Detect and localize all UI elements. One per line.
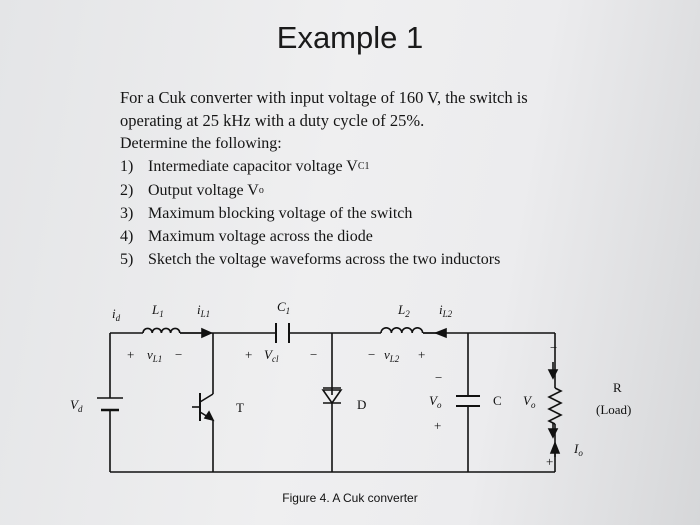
label-c1: C1 xyxy=(277,299,290,316)
item-text: Intermediate capacitor voltage V xyxy=(148,158,358,176)
label-il2: iL2 xyxy=(439,302,453,319)
item-number: 1) xyxy=(120,158,134,176)
label-vc1: Vcl xyxy=(264,347,279,364)
label-l1: L1 xyxy=(151,302,164,319)
polarity-plus: + xyxy=(418,347,425,362)
label-capacitor-c: C xyxy=(493,393,502,408)
label-l2: L2 xyxy=(397,302,410,319)
label-id: id xyxy=(112,306,121,323)
polarity-marks: + − + − − + − + − + xyxy=(127,340,557,469)
polarity-minus: − xyxy=(435,370,442,385)
item-text: Maximum blocking voltage of the switch xyxy=(148,204,413,222)
inductor-l2 xyxy=(380,327,424,334)
polarity-plus: + xyxy=(434,418,441,433)
item-number: 2) xyxy=(120,181,134,199)
item-subscript: C1 xyxy=(357,161,370,173)
list-item: 3) Maximum blocking voltage of the switch xyxy=(120,202,500,225)
problem-intro: For a Cuk converter with input voltage o… xyxy=(120,86,660,132)
item-number: 4) xyxy=(120,228,134,246)
polarity-plus: + xyxy=(127,347,134,362)
list-item: 4) Maximum voltage across the diode xyxy=(120,225,500,248)
task-list: Determine the following: 1) Intermediate … xyxy=(120,132,500,272)
current-arrows xyxy=(180,327,561,457)
label-vo-outer: Vo xyxy=(523,393,536,410)
label-vl2: vL2 xyxy=(384,347,400,364)
item-number: 3) xyxy=(120,204,134,222)
polarity-minus: − xyxy=(550,340,557,355)
item-text: Output voltage V xyxy=(148,181,259,199)
load-resistor xyxy=(547,387,563,425)
polarity-minus: − xyxy=(310,347,317,362)
list-heading: Determine the following: xyxy=(120,132,500,155)
label-vl1: vL1 xyxy=(147,347,162,364)
input-source-symbol xyxy=(97,397,123,412)
switch-transistor xyxy=(192,393,215,422)
label-diode-d: D xyxy=(357,397,366,412)
label-load: (Load) xyxy=(596,402,631,417)
diode xyxy=(321,387,343,405)
label-io: Io xyxy=(573,441,583,458)
polarity-plus: + xyxy=(245,347,252,362)
intro-line: Determine the following: xyxy=(120,135,282,152)
label-vd: Vd xyxy=(70,397,83,414)
polarity-minus: − xyxy=(368,347,375,362)
polarity-plus: + xyxy=(546,454,553,469)
capacitor-c1 xyxy=(275,323,290,343)
label-switch-t: T xyxy=(236,400,244,415)
item-number: 5) xyxy=(120,251,134,269)
label-il1: iL1 xyxy=(197,302,210,319)
polarity-minus: − xyxy=(175,347,182,362)
intro-line: operating at 25 kHz with a duty cycle of… xyxy=(120,111,425,130)
item-subscript: o xyxy=(258,184,264,196)
item-text: Maximum voltage across the diode xyxy=(148,228,373,246)
list-item: 5) Sketch the voltage waveforms across th… xyxy=(120,248,500,271)
inductor-l1 xyxy=(142,327,181,334)
intro-line: For a Cuk converter with input voltage o… xyxy=(120,88,528,107)
label-vo-inner: Vo xyxy=(429,393,442,410)
slide-title: Example 1 xyxy=(276,20,424,55)
item-text: Sketch the voltage waveforms across the … xyxy=(148,251,501,269)
output-capacitor xyxy=(456,395,480,407)
label-resistor-r: R xyxy=(613,380,622,395)
figure-caption: Figure 4. A Cuk converter xyxy=(282,491,418,505)
